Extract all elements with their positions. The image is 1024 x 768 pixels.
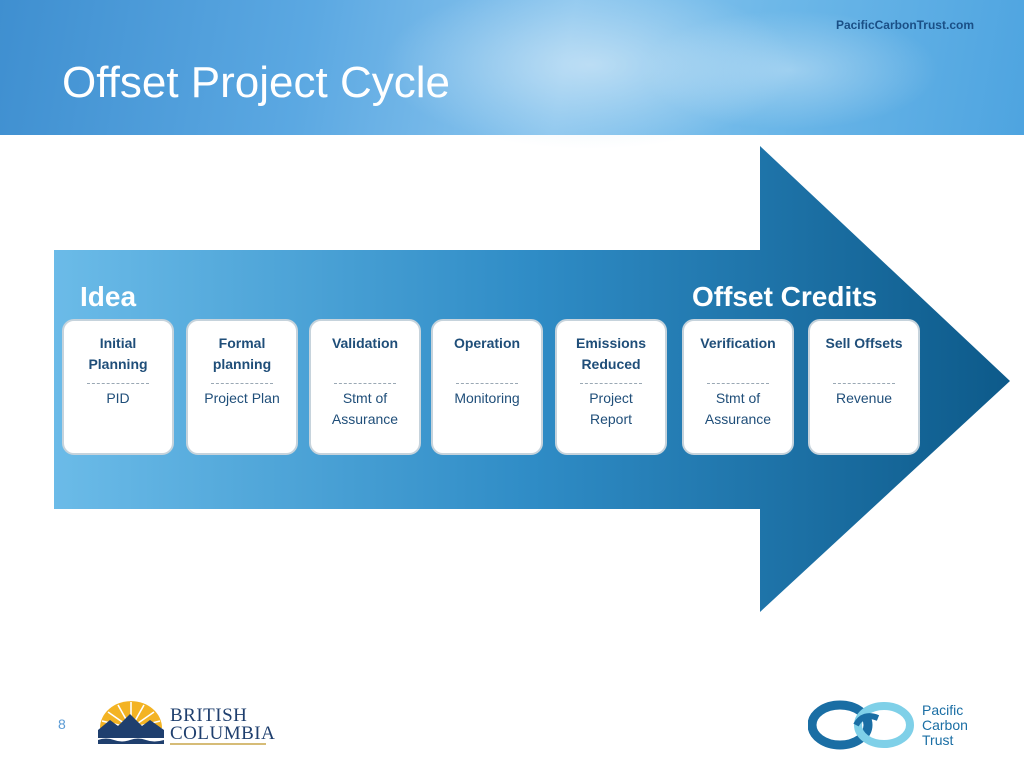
step-output: Report — [589, 411, 633, 427]
step-divider — [334, 383, 396, 384]
step-title: Sell Offsets — [825, 335, 903, 351]
step-title: Emissions — [575, 335, 647, 351]
step-output: Project Plan — [204, 390, 280, 406]
idea-label: Idea — [80, 281, 137, 312]
step-initial-planning: Initial Planning PID — [62, 319, 174, 455]
step-divider — [707, 383, 769, 384]
step-divider — [580, 383, 642, 384]
pct-wordmark-line: Pacific — [922, 702, 964, 718]
offset-credits-label: Offset Credits — [692, 281, 878, 312]
bc-wordmark-line: COLUMBIA — [170, 723, 276, 744]
step-title: Initial — [99, 335, 137, 351]
bc-wordmark-line: BRITISH — [170, 705, 248, 726]
pacific-carbon-trust-wordmark: Pacific Carbon Trust — [922, 703, 968, 748]
step-divider — [833, 383, 895, 384]
step-emissions-reduced: Emissions Reduced Project Report — [555, 319, 667, 455]
british-columbia-wordmark: BRITISH COLUMBIA — [170, 705, 276, 744]
step-output: PID — [106, 390, 130, 406]
step-title: Formal — [218, 335, 266, 351]
step-validation: Validation Stmt of Assurance — [309, 319, 421, 455]
header-banner: PacificCarbonTrust.com Offset Project Cy… — [0, 0, 1024, 150]
page-number: 8 — [58, 716, 66, 732]
step-output: Project — [589, 390, 633, 406]
step-divider — [87, 383, 149, 384]
step-divider — [211, 383, 273, 384]
pct-wordmark-line: Carbon — [922, 717, 968, 733]
step-title: Reduced — [581, 356, 641, 372]
header-cloud-decoration — [640, 10, 940, 130]
step-title: planning — [212, 356, 272, 372]
header-cloud-decoration — [380, 0, 800, 150]
slide-title: Offset Project Cycle — [62, 58, 450, 107]
step-output: Revenue — [835, 390, 893, 406]
step-title: Planning — [88, 356, 148, 372]
waves-icon — [98, 738, 164, 744]
step-title: Operation — [453, 335, 521, 351]
site-url[interactable]: PacificCarbonTrust.com — [835, 18, 974, 32]
step-output: Stmt of — [715, 390, 761, 406]
step-formal-planning: Formal planning Project Plan — [186, 319, 298, 455]
step-output: Assurance — [704, 411, 772, 427]
mountains-icon — [98, 714, 164, 738]
step-verification: Verification Stmt of Assurance — [682, 319, 794, 455]
step-operation: Operation Monitoring — [431, 319, 543, 455]
step-title: Validation — [331, 335, 399, 351]
step-divider — [456, 383, 518, 384]
step-title: Verification — [700, 335, 776, 351]
british-columbia-logo-icon — [98, 701, 266, 745]
step-output: Stmt of — [342, 390, 388, 406]
step-output: Monitoring — [454, 390, 520, 406]
pacific-carbon-trust-logo-icon — [808, 700, 914, 750]
pct-wordmark-line: Trust — [922, 732, 954, 748]
step-output: Assurance — [331, 411, 399, 427]
step-sell-offsets: Sell Offsets Revenue — [808, 319, 920, 455]
